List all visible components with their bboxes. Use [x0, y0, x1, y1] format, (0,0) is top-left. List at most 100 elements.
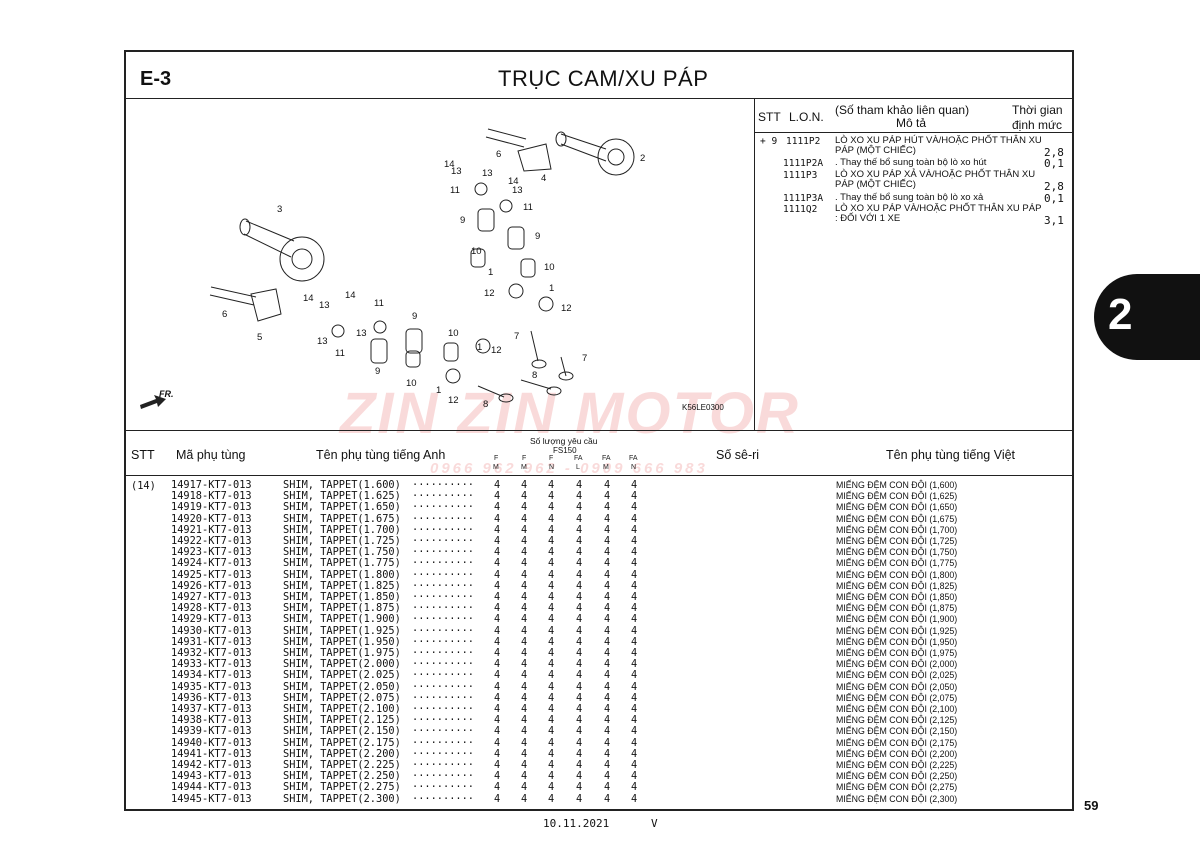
- quantity: 4: [548, 523, 555, 536]
- callout-label: 14: [444, 159, 455, 170]
- submodel-label: F: [494, 455, 499, 462]
- quantity: 4: [631, 501, 638, 514]
- quantity: 4: [576, 792, 583, 805]
- leader-dots: ··········: [412, 591, 474, 603]
- quantity: 4: [604, 691, 611, 704]
- part-name-en: SHIM, TAPPET(1.675): [283, 512, 401, 525]
- part-name-vi: MIẾNG ĐỆM CON ĐỘI (1,950): [836, 636, 958, 647]
- quantity: 4: [521, 591, 528, 603]
- part-number: 14936-KT7-013: [171, 691, 252, 704]
- quantity: 4: [631, 747, 638, 760]
- quantity: 4: [494, 680, 501, 693]
- quantity: 4: [576, 714, 583, 727]
- quantity: 4: [631, 579, 638, 592]
- callout-label: 12: [561, 303, 572, 314]
- lon-time: 2,8: [1044, 146, 1064, 159]
- quantity: 4: [604, 714, 611, 727]
- quantity: 4: [494, 490, 501, 503]
- quantity: 4: [631, 479, 638, 491]
- quantity: 4: [604, 501, 611, 514]
- quantity: 4: [521, 579, 528, 592]
- quantity: 4: [521, 680, 528, 693]
- part-name-vi: MIẾNG ĐỆM CON ĐỘI (2,050): [836, 681, 958, 692]
- part-number: 14928-KT7-013: [171, 602, 252, 615]
- callout-label: 10: [544, 262, 555, 273]
- quantity: 4: [631, 568, 638, 581]
- part-number: 14933-KT7-013: [171, 658, 252, 671]
- lon-time: 0,1: [1044, 192, 1064, 205]
- part-name-vi: MIẾNG ĐỆM CON ĐỘI (2,150): [836, 726, 958, 737]
- callout-label: 9: [535, 231, 541, 242]
- quantity: 4: [494, 635, 501, 648]
- leader-dots: ··········: [412, 792, 474, 805]
- quantity: 4: [631, 591, 638, 603]
- quantity: 4: [548, 680, 555, 693]
- leader-dots: ··········: [412, 490, 474, 503]
- lon-header-stt: STT: [758, 110, 781, 124]
- lon-desc: . Thay thế bổ sung toàn bộ lò xo hút: [835, 157, 987, 168]
- quantity: 4: [576, 602, 583, 615]
- page-frame: [124, 50, 1074, 811]
- quantity: 4: [521, 568, 528, 581]
- quantity: 4: [576, 703, 583, 715]
- quantity: 4: [604, 658, 611, 671]
- quantity: 4: [576, 512, 583, 525]
- quantity: 4: [631, 792, 638, 805]
- quantity: 4: [604, 703, 611, 715]
- quantity: 4: [521, 781, 528, 794]
- lon-stt: + 9: [760, 136, 778, 147]
- part-name-en: SHIM, TAPPET(1.600): [283, 479, 401, 491]
- part-name-en: SHIM, TAPPET(2.250): [283, 770, 401, 783]
- part-number: 14921-KT7-013: [171, 523, 252, 536]
- front-marker: FR.: [159, 389, 174, 399]
- quantity: 4: [631, 490, 638, 503]
- part-name-en: SHIM, TAPPET(1.925): [283, 624, 401, 637]
- quantity: 4: [548, 747, 555, 760]
- leader-dots: ··········: [412, 535, 474, 547]
- col-header-stt: STT: [131, 448, 155, 462]
- quantity: 4: [521, 546, 528, 559]
- part-number: 14942-KT7-013: [171, 759, 252, 771]
- divider: [126, 430, 1072, 431]
- part-name-vi: MIẾNG ĐỆM CON ĐỘI (1,700): [836, 524, 958, 535]
- callout-label: 2: [640, 153, 646, 164]
- quantity: 4: [521, 770, 528, 783]
- part-number: 14938-KT7-013: [171, 714, 252, 727]
- lon-desc: : ĐỐI VỚI 1 XE: [835, 213, 901, 224]
- quantity: 4: [631, 658, 638, 671]
- quantity: 4: [521, 647, 528, 659]
- part-number: 14929-KT7-013: [171, 613, 252, 626]
- valve-stem: [530, 330, 539, 362]
- leader-dots: ··········: [412, 546, 474, 559]
- quantity: 4: [494, 658, 501, 671]
- rocker-shaft: [209, 286, 257, 306]
- quantity: 4: [576, 736, 583, 749]
- quantity: 4: [548, 759, 555, 771]
- part-name-vi: MIẾNG ĐỆM CON ĐỘI (2,025): [836, 670, 958, 681]
- part-name-vi: MIẾNG ĐỆM CON ĐỘI (2,300): [836, 793, 958, 804]
- quantity: 4: [576, 535, 583, 547]
- part-name-en: SHIM, TAPPET(2.025): [283, 669, 401, 682]
- part-name-en: SHIM, TAPPET(1.850): [283, 591, 401, 603]
- quantity: 4: [604, 792, 611, 805]
- quantity: 4: [548, 647, 555, 659]
- part-name-en: SHIM, TAPPET(1.775): [283, 557, 401, 570]
- part-name-vi: MIẾNG ĐỆM CON ĐỘI (2,075): [836, 692, 958, 703]
- submodel-label: M: [521, 464, 527, 471]
- leader-dots: ··········: [412, 759, 474, 771]
- chapter-tab: [1094, 274, 1200, 360]
- part-name-vi: MIẾNG ĐỆM CON ĐỘI (1,800): [836, 569, 958, 580]
- quantity: 4: [521, 479, 528, 491]
- section-code: E-3: [140, 68, 172, 90]
- quantity: 4: [548, 714, 555, 727]
- callout-label: 8: [483, 399, 489, 410]
- quantity: 4: [494, 691, 501, 704]
- quantity: 4: [604, 568, 611, 581]
